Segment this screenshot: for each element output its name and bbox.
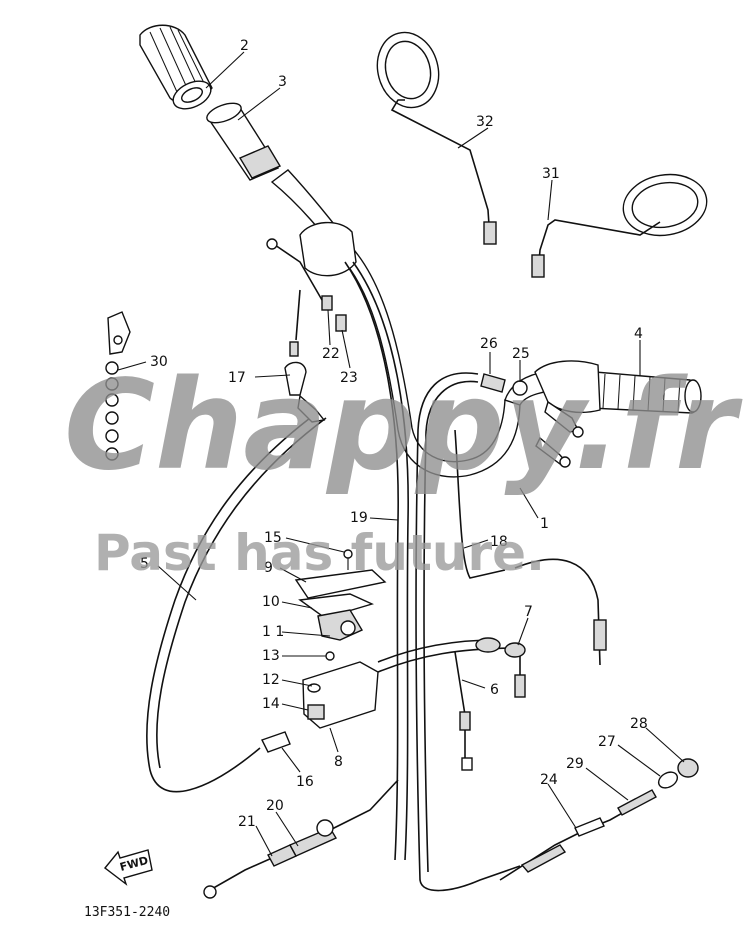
callout-9: 9 bbox=[264, 560, 273, 576]
rear-brake-rod bbox=[499, 802, 641, 881]
left-mirror bbox=[376, 31, 497, 245]
callout-28: 28 bbox=[630, 716, 648, 732]
callout-11: 1 1 bbox=[262, 624, 284, 640]
callout-20: 20 bbox=[266, 798, 284, 814]
callout-18: 18 bbox=[490, 534, 508, 550]
watermark-brand: Chappy.fr bbox=[64, 354, 743, 498]
right-mirror bbox=[531, 173, 708, 278]
left-grip bbox=[139, 24, 213, 110]
callout-5: 5 bbox=[140, 556, 149, 572]
starter-cable bbox=[454, 429, 601, 666]
plunger bbox=[261, 731, 291, 753]
callout-4: 4 bbox=[634, 326, 643, 342]
drawing-code: 13F351-2240 bbox=[84, 905, 170, 920]
cover-plate bbox=[294, 569, 387, 599]
callout-2: 2 bbox=[240, 38, 249, 54]
callout-12: 12 bbox=[262, 672, 280, 688]
callout-24: 24 bbox=[540, 772, 558, 788]
callouts: 1 2 3 4 5 6 7 8 9 10 1 1 13 12 14 15 16 … bbox=[140, 38, 648, 830]
cable-adjuster bbox=[480, 373, 506, 393]
callout-29: 29 bbox=[566, 756, 584, 772]
callout-27: 27 bbox=[598, 734, 616, 750]
callout-31: 31 bbox=[542, 166, 560, 182]
brake-cable bbox=[415, 372, 521, 892]
cable-guide bbox=[284, 361, 307, 396]
callout-1: 1 bbox=[540, 516, 549, 532]
callout-7: 7 bbox=[524, 604, 533, 620]
callout-13: 13 bbox=[262, 648, 280, 664]
callout-19: 19 bbox=[350, 510, 368, 526]
callout-17: 17 bbox=[228, 370, 246, 386]
leader-lines bbox=[117, 51, 685, 857]
watermark-tagline: Past has future. bbox=[94, 524, 545, 582]
callout-26: 26 bbox=[480, 336, 498, 352]
clutch-cable bbox=[146, 411, 319, 793]
throttle-grip bbox=[206, 102, 282, 181]
throttle-cable bbox=[344, 261, 399, 861]
clamp-22 bbox=[321, 295, 333, 311]
callout-21: 21 bbox=[238, 814, 256, 830]
callout-8: 8 bbox=[334, 754, 343, 770]
callout-22: 22 bbox=[322, 346, 340, 362]
callout-23: 23 bbox=[340, 370, 358, 386]
callout-15: 15 bbox=[264, 530, 282, 546]
callout-10: 10 bbox=[262, 594, 280, 610]
clamp-23 bbox=[335, 314, 347, 332]
gasket bbox=[298, 593, 374, 619]
callout-32: 32 bbox=[476, 114, 494, 130]
screw bbox=[325, 651, 335, 661]
callout-3: 3 bbox=[278, 74, 287, 90]
right-grip bbox=[589, 371, 702, 414]
lower-cable bbox=[209, 779, 399, 891]
fwd-arrow-icon: FWD bbox=[104, 849, 153, 886]
throttle-housing bbox=[299, 221, 357, 277]
callout-14: 14 bbox=[262, 696, 280, 712]
callout-25: 25 bbox=[512, 346, 530, 362]
callout-6: 6 bbox=[490, 682, 499, 698]
callout-30: 30 bbox=[150, 354, 168, 370]
callout-16: 16 bbox=[296, 774, 314, 790]
pipe-chain bbox=[105, 311, 131, 461]
